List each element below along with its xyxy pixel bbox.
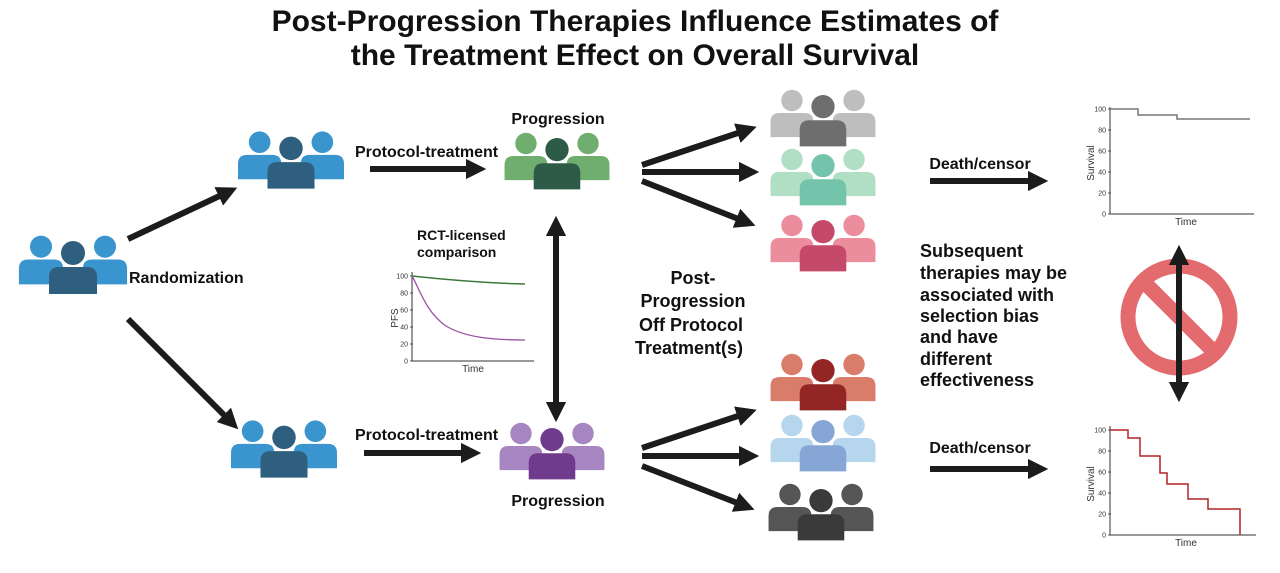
- survival-top-tick-20: 20: [1098, 191, 1106, 198]
- pfs-tick-0: 0: [404, 359, 408, 366]
- survival-top-tick-80: 80: [1098, 128, 1106, 135]
- arrow-bottom-to-dark: [640, 463, 755, 512]
- survival-bottom-tick-100: 100: [1094, 428, 1106, 435]
- outcome-salmon-people-icon: [770, 353, 876, 411]
- protocol-treatment-bottom-label: Protocol-treatment: [355, 427, 499, 444]
- arrow-randomization-to-top: [126, 187, 238, 242]
- survival-bottom-ylabel: Survival: [1086, 466, 1097, 502]
- protocol-treatment-top-label: Protocol-treatment: [355, 144, 499, 161]
- pfs-tick-100: 100: [396, 274, 408, 281]
- pfs-tick-20: 20: [400, 342, 408, 349]
- survival-top-tick-40: 40: [1098, 170, 1106, 177]
- arm-bottom-people-icon: [231, 420, 337, 478]
- subsequent-line-1: Subsequent: [920, 241, 1023, 261]
- post-progression-line-3: Off Protocol: [639, 315, 743, 335]
- progression-bottom-label: Progression: [511, 493, 604, 510]
- outcome-pink-people-icon: [770, 214, 876, 272]
- arrow-bottom-to-salmon: [641, 406, 757, 451]
- pfs-tick-60: 60: [400, 308, 408, 315]
- survival-bottom-tick-20: 20: [1098, 512, 1106, 519]
- post-progression-line-4: Treatment(s): [635, 338, 743, 358]
- survival-bottom-xlabel: Time: [1175, 538, 1197, 549]
- pfs-ylabel: PFS: [390, 308, 401, 328]
- progression-top-label: Progression: [511, 111, 604, 128]
- arm-top-people-icon: [238, 131, 344, 189]
- subsequent-line-2: therapies may be: [920, 263, 1067, 283]
- subsequent-line-7: effectiveness: [920, 370, 1034, 390]
- subsequent-line-4: selection bias: [920, 306, 1039, 326]
- outcome-dark-people-icon: [768, 483, 874, 541]
- arrow-top-to-pink: [640, 178, 756, 228]
- subsequent-line-6: different: [920, 349, 992, 369]
- pfs-xlabel: Time: [462, 364, 484, 375]
- survival-top-tick-100: 100: [1094, 107, 1106, 114]
- pfs-tick-80: 80: [400, 291, 408, 298]
- randomization-label: Randomization: [129, 270, 244, 287]
- post-progression-line-1: Post-: [671, 268, 716, 288]
- survival-top-xlabel: Time: [1175, 217, 1197, 228]
- title-line-1: Post-Progression Therapies Influence Est…: [272, 5, 1000, 38]
- outcome-mint-people-icon: [770, 148, 876, 206]
- pfs-curve-green: [411, 275, 526, 285]
- subsequent-therapies-text: Subsequent therapies may be associated w…: [920, 241, 1067, 390]
- survival-top-curve: [1110, 108, 1250, 120]
- rct-label-line-1: RCT-licensed: [417, 227, 506, 243]
- randomization-people-icon: [18, 235, 128, 294]
- pfs-curve-purple: [411, 275, 526, 341]
- survival-bottom-tick-60: 60: [1098, 470, 1106, 477]
- survival-bottom-tick-40: 40: [1098, 491, 1106, 498]
- progression-bottom-people-icon: [499, 422, 605, 480]
- survival-top-ylabel: Survival: [1086, 145, 1097, 181]
- arrow-randomization-to-bottom: [125, 316, 239, 430]
- arrow-top-to-gray: [641, 123, 757, 168]
- subsequent-line-5: and have: [920, 327, 998, 347]
- survival-bottom-tick-0: 0: [1102, 533, 1106, 540]
- outcome-gray-people-icon: [770, 89, 876, 147]
- title-line-2: the Treatment Effect on Overall Survival: [351, 39, 920, 72]
- pfs-chart: 100 80 60 40 20 0 PFS Time: [390, 272, 534, 375]
- subsequent-line-3: associated with: [920, 285, 1054, 305]
- death-censor-bottom-label: Death/censor: [929, 440, 1030, 457]
- survival-bottom-curve: [1110, 429, 1241, 535]
- survival-top-chart: 100 80 60 40 20 0 Survival Time: [1086, 107, 1254, 228]
- survival-top-tick-60: 60: [1098, 149, 1106, 156]
- progression-top-people-icon: [504, 132, 610, 190]
- post-progression-line-2: Progression: [640, 291, 745, 311]
- outcome-lightblue-people-icon: [770, 414, 876, 472]
- death-censor-top-label: Death/censor: [929, 156, 1030, 173]
- arrows: [125, 123, 1049, 512]
- survival-bottom-tick-80: 80: [1098, 449, 1106, 456]
- pfs-tick-40: 40: [400, 325, 408, 332]
- survival-bottom-chart: 100 80 60 40 20 0 Survival Time: [1086, 426, 1256, 549]
- survival-top-tick-0: 0: [1102, 212, 1106, 219]
- people-groups: [18, 89, 876, 541]
- rct-label-line-2: comparison: [417, 244, 496, 260]
